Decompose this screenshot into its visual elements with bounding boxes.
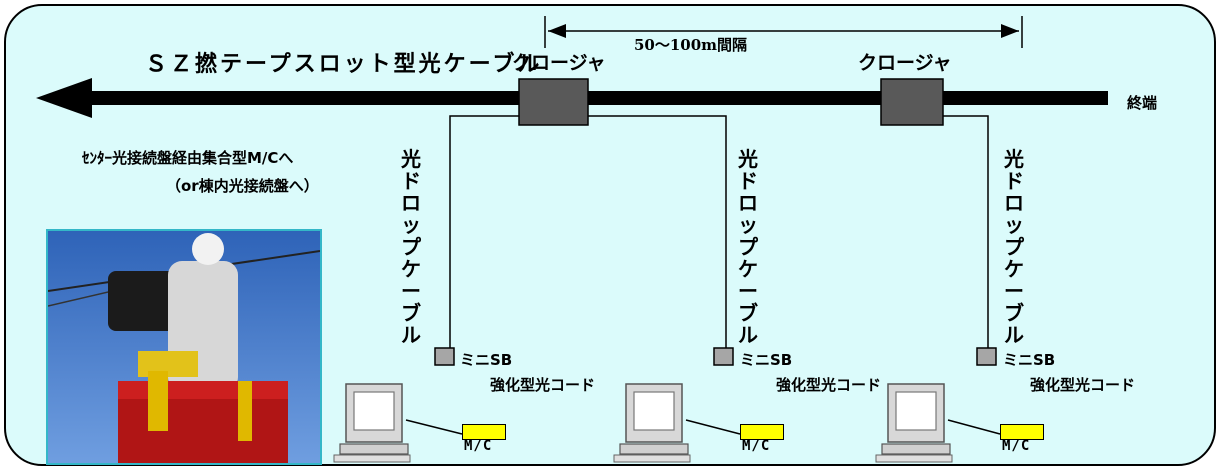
computer-icon: [613, 383, 691, 463]
minisb-box-3: [976, 347, 997, 366]
drop-cables: [449, 115, 989, 350]
computer-icon: [333, 383, 411, 463]
cable-label: ＳＺ撚テープスロット型光ケーブル: [145, 52, 543, 77]
minisb-label-3: ミニSB: [1003, 351, 1056, 369]
drop-cable-label-2: 光ドロップケーブル: [738, 147, 758, 347]
closure-label-1: クロージャ: [512, 52, 606, 74]
mc-label-2: M/C: [742, 438, 771, 454]
cord-label-1: 強化型光コード: [490, 376, 596, 394]
mc-box-1: [462, 424, 506, 440]
closure-box-2: [880, 78, 944, 126]
drop-cable-label-1: 光ドロップケーブル: [401, 147, 421, 347]
arrow-left-icon: [36, 78, 92, 118]
minisb-label-2: ミニSB: [740, 351, 793, 369]
mc-box-2: [740, 424, 784, 440]
interval-label: 50〜100m間隔: [634, 36, 748, 54]
computer-icon: [875, 383, 953, 463]
mc-label-3: M/C: [1002, 438, 1031, 454]
center-destination-line2: （or棟内光接続盤へ）: [166, 177, 319, 195]
drop-cable-label-3: 光ドロップケーブル: [1004, 147, 1024, 347]
end-label: 終端: [1127, 94, 1158, 112]
cord-label-3: 強化型光コード: [1030, 376, 1136, 394]
cord-label-2: 強化型光コード: [776, 376, 882, 394]
closure-label-2: クロージャ: [858, 52, 952, 74]
mc-box-3: [1000, 424, 1044, 440]
mc-label-1: M/C: [464, 438, 493, 454]
minisb-box-2: [713, 347, 734, 366]
minisb-label-1: ミニSB: [460, 351, 513, 369]
closure-box-1: [518, 78, 589, 126]
main-cable: [36, 78, 1108, 118]
interval-dimension: [544, 16, 1023, 48]
center-destination-line1: ｾﾝﾀｰ光接続盤経由集合型M/Cへ: [82, 149, 294, 167]
cord-lines: [405, 419, 1001, 435]
minisb-box-1: [434, 347, 455, 366]
worker-photo: [46, 229, 322, 465]
